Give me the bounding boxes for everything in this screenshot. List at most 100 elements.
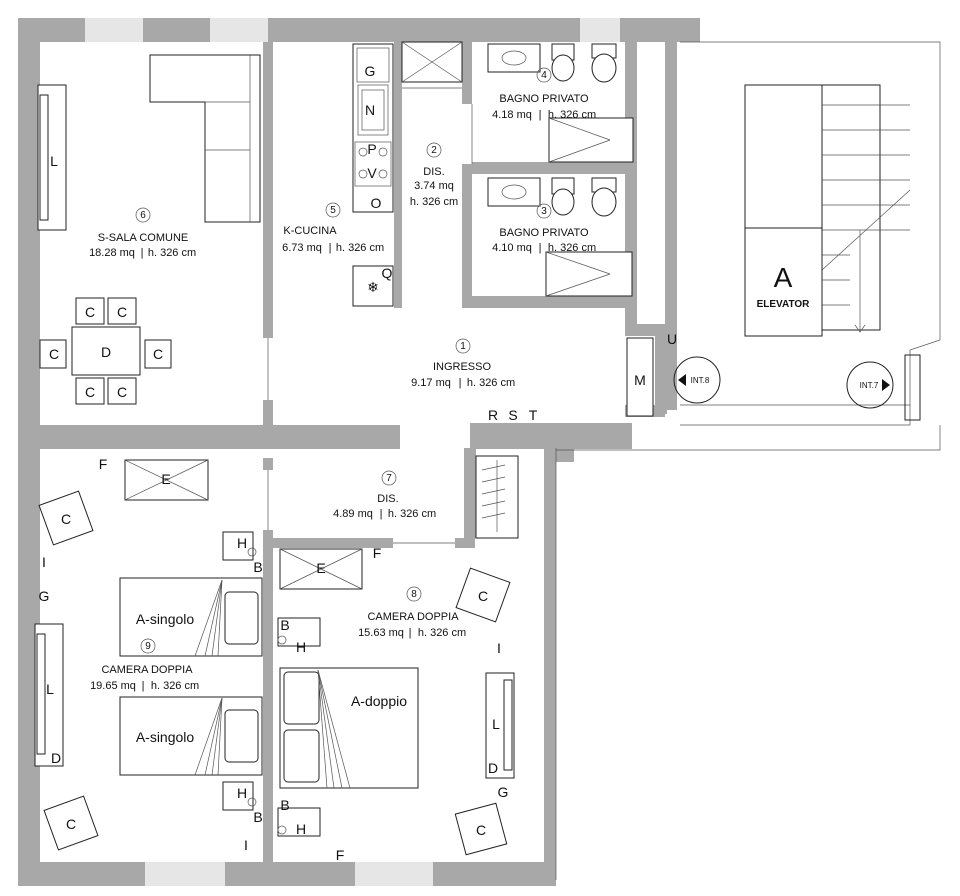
label-I: I: [244, 837, 248, 853]
armchair: C: [38, 490, 94, 546]
label-F: F: [373, 545, 382, 561]
label-G: G: [365, 63, 376, 79]
label-E: E: [316, 560, 325, 576]
label-C: C: [61, 511, 71, 527]
room-3-separator: |: [539, 242, 542, 254]
room-6-separator: |: [141, 247, 144, 259]
room-9-name: CAMERA DOPPIA: [101, 664, 193, 676]
door-int7: INT.7: [846, 361, 894, 409]
bed-label: A-singolo: [136, 611, 195, 627]
armchair: C: [455, 567, 511, 623]
armchair: C: [43, 795, 99, 851]
label-C: C: [117, 304, 127, 320]
label-C: C: [85, 304, 95, 320]
room-5-name: K-CUCINA: [283, 225, 337, 237]
label-D: D: [101, 344, 111, 360]
label-B: B: [280, 617, 289, 633]
label-P: P: [367, 141, 376, 157]
room-3-area: 4.10 mq: [492, 242, 532, 254]
room-8-separator: |: [409, 627, 412, 639]
room-9-separator: |: [142, 680, 145, 692]
label-B: B: [253, 809, 262, 825]
label-G: G: [39, 588, 50, 604]
bed-label: A-doppio: [351, 693, 407, 709]
walls: [18, 18, 700, 886]
label-N: N: [365, 102, 375, 118]
room-1-separator: |: [459, 377, 462, 389]
label-F: F: [336, 847, 345, 863]
bed-label: A-singolo: [136, 729, 195, 745]
label-T: T: [529, 407, 538, 423]
room-1-number: 1: [460, 341, 466, 352]
room-2-name: DIS.: [423, 166, 444, 178]
door-int8-label: INT.8: [691, 376, 710, 385]
label-C: C: [117, 384, 127, 400]
label-F: F: [99, 456, 108, 472]
label-S: S: [508, 407, 517, 423]
room-bagno-4: 4 BAGNO PRIVATO 4.18 mq | h. 326 cm: [487, 43, 634, 163]
label-C: C: [153, 346, 163, 362]
room-2-number: 2: [431, 145, 437, 156]
door-openings: [267, 104, 473, 544]
label-C: C: [478, 588, 488, 604]
room-7-number: 7: [386, 473, 392, 484]
label-Q: Q: [382, 265, 393, 281]
room-4-area: 4.18 mq: [492, 109, 532, 121]
door-int8: INT.8: [673, 356, 721, 404]
room-ingresso: 1 INGRESSO 9.17 mq | h. 326 cm M U R S T: [411, 331, 677, 423]
room-4-height: h. 326 cm: [548, 109, 596, 121]
room-5-area: 6.73 mq: [282, 242, 322, 254]
room-7-height: h. 326 cm: [388, 508, 436, 520]
elevator-letter: A: [774, 262, 793, 293]
label-O: O: [371, 195, 382, 211]
label-C: C: [49, 346, 59, 362]
label-M: M: [634, 372, 646, 388]
double-bed: A-doppio: [279, 667, 419, 789]
room-3-number: 3: [541, 206, 547, 217]
label-I: I: [42, 554, 46, 570]
room-1-area: 9.17 mq: [411, 377, 451, 389]
single-bed: A-singolo: [119, 696, 263, 776]
room-6-height: h. 326 cm: [148, 247, 196, 259]
armchair: C: [454, 802, 508, 856]
room-4-separator: |: [539, 109, 542, 121]
room-8-name: CAMERA DOPPIA: [367, 611, 459, 623]
label-B: B: [253, 559, 262, 575]
room-bagno-3: 3 BAGNO PRIVATO 4.10 mq | h. 326 cm: [487, 177, 633, 297]
snowflake-icon: ❄: [367, 279, 379, 295]
label-D: D: [51, 750, 61, 766]
room-camera-8: E F 8 CAMERA DOPPIA 15.63 mq | h. 326 cm…: [277, 545, 515, 863]
room-5-separator: |: [329, 242, 332, 254]
room-8-area: 15.63 mq: [358, 627, 404, 639]
label-G: G: [498, 784, 509, 800]
label-I: I: [497, 640, 501, 656]
label-L: L: [46, 681, 54, 697]
label-L: L: [492, 716, 500, 732]
room-1-height: h. 326 cm: [467, 377, 515, 389]
room-9-area: 19.65 mq: [90, 680, 136, 692]
room-9-height: h. 326 cm: [151, 680, 199, 692]
label-H: H: [237, 535, 247, 551]
room-7-name: DIS.: [377, 493, 398, 505]
label-V: V: [367, 165, 377, 181]
label-H: H: [237, 785, 247, 801]
room-3-name: BAGNO PRIVATO: [499, 227, 589, 239]
room-dis-7: 7 DIS. 4.89 mq | h. 326 cm: [333, 455, 519, 539]
room-8-number: 8: [411, 589, 417, 600]
room-dis-2: 2 DIS. 3.74 mq h. 326 cm: [401, 41, 463, 208]
elevator-label: ELEVATOR: [757, 299, 811, 310]
room-4-name: BAGNO PRIVATO: [499, 93, 589, 105]
label-R: R: [488, 407, 498, 423]
room-4-number: 4: [541, 70, 547, 81]
room-2-height: h. 326 cm: [410, 196, 458, 208]
room-7-area: 4.89 mq: [333, 508, 373, 520]
label-C: C: [476, 822, 486, 838]
label-C: C: [85, 384, 95, 400]
single-bed: A-singolo: [119, 577, 263, 657]
room-9-number: 9: [145, 641, 151, 652]
label-H: H: [296, 639, 306, 655]
room-camera-9: E F C I G L D H B A-singolo: [34, 456, 263, 853]
label-U: U: [667, 331, 677, 347]
room-sala-comune: L C C C C C C D 6 S-SALA COMUNE 18.28 mq…: [37, 54, 261, 405]
